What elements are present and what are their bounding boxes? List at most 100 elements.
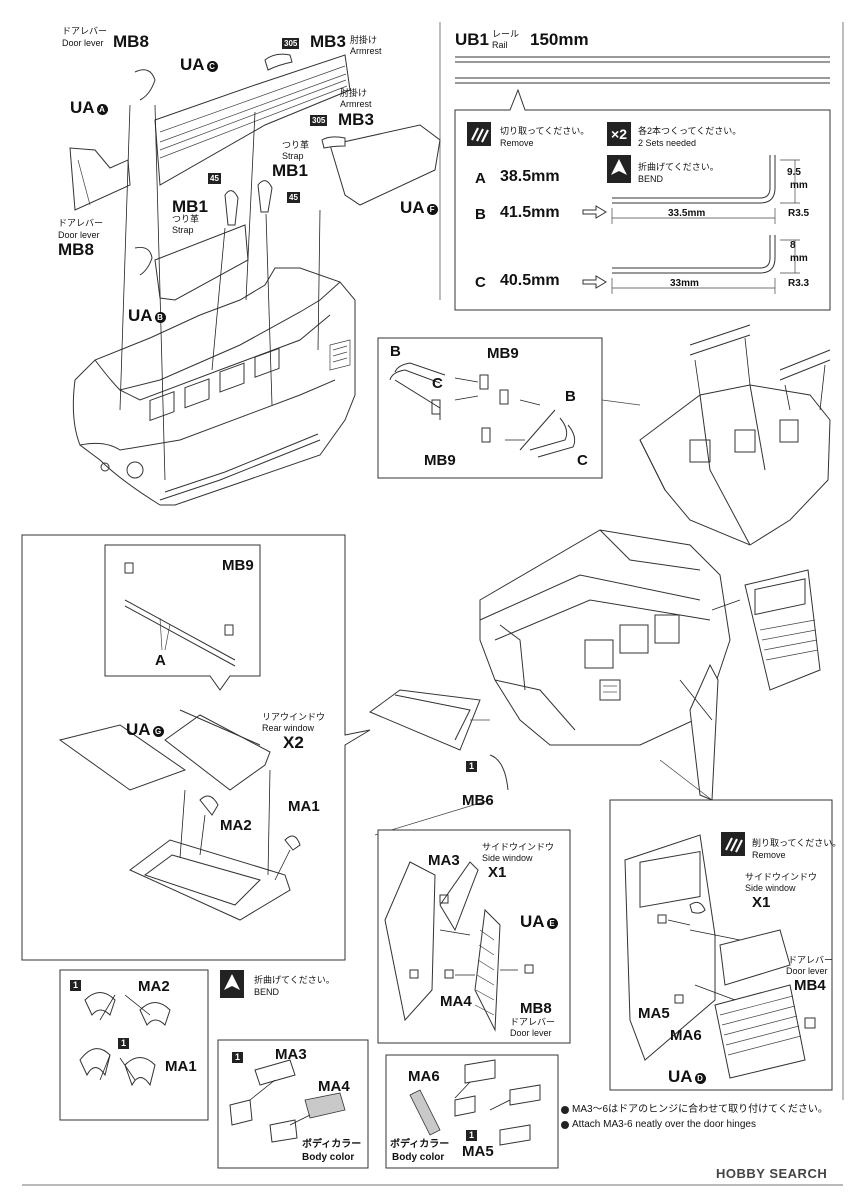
- right-door: [744, 569, 821, 691]
- label-ma5-small: MA5: [462, 1143, 494, 1160]
- label-ma1-small: MA1: [165, 1058, 197, 1075]
- strap-part: [224, 190, 239, 226]
- dim-c-radius: R3.3: [788, 278, 810, 289]
- inset-label-c: C: [432, 375, 443, 392]
- door-lever-en: Door lever: [62, 38, 104, 48]
- side-window-en-2: Side window: [745, 883, 796, 893]
- dim-b-height: 9.5: [787, 167, 801, 178]
- door-remove-en: Remove: [752, 850, 786, 860]
- label-mb8: MB8: [113, 32, 149, 51]
- tag-1: 1: [466, 761, 477, 772]
- ma6-body-color-fill: [409, 1089, 441, 1136]
- side-window-ja: サイドウインドウ: [482, 842, 555, 852]
- label-ub1: UB1: [455, 30, 490, 49]
- panel-ua-g: [58, 724, 187, 791]
- label-mb4: MB4: [794, 977, 826, 994]
- dim-c-unit: mm: [790, 253, 808, 264]
- body-color-ja: ボディカラー: [302, 1139, 362, 1150]
- label-ma6-small: MA6: [408, 1068, 440, 1085]
- armrest-part: [321, 136, 346, 149]
- label-ma6: MA6: [670, 1027, 702, 1044]
- ma1-ma2-inset: [59, 969, 209, 1121]
- armrest-ja: 肘掛け: [350, 35, 378, 45]
- rail-row-a-letter: A: [475, 170, 486, 187]
- panel-ua-f: [329, 124, 441, 206]
- rail-row-b-letter: B: [475, 206, 486, 223]
- rail-row-a-length: 38.5mm: [500, 168, 560, 185]
- armrest-en-2: Armrest: [340, 99, 372, 109]
- note-en: Attach MA3-6 neatly over the door hinges: [572, 1119, 756, 1130]
- strap-en-2: Strap: [172, 225, 194, 235]
- ma4-body-color-fill: [304, 1092, 346, 1119]
- rail-ja: レール: [492, 29, 520, 39]
- rear-body-with-rails: [639, 324, 831, 546]
- label-x1-2: X1: [752, 894, 771, 911]
- label-ma1: MA1: [288, 798, 320, 815]
- van-body: [479, 529, 731, 746]
- label-ma2-small: MA2: [138, 978, 170, 995]
- left-door-open: [689, 663, 719, 801]
- rail-bend-en: BEND: [638, 174, 664, 184]
- remove-icon-door: [721, 832, 745, 856]
- door-lever-part: [134, 69, 156, 101]
- watermark: HOBBY SEARCH: [716, 1166, 828, 1181]
- label-mb1-2: MB1: [172, 197, 208, 216]
- bend-legend-en: BEND: [254, 987, 280, 997]
- tag-1-ma2: 1: [70, 980, 81, 991]
- times-two-badge: ×2: [607, 122, 631, 146]
- body-color-en-2: Body color: [392, 1152, 445, 1163]
- side-window-ja-2: サイドウインドウ: [745, 872, 818, 882]
- label-x1: X1: [488, 864, 507, 881]
- body-color-en: Body color: [302, 1152, 355, 1163]
- door-lever-ja: ドアレバー: [62, 26, 108, 36]
- remove-icon: [467, 122, 491, 146]
- dim-c-width: 33mm: [670, 278, 699, 289]
- side-window-en: Side window: [482, 853, 533, 863]
- label-ma4: MA4: [440, 993, 472, 1010]
- dim-b-unit: mm: [790, 180, 808, 191]
- mb9-rail-inset: [377, 337, 603, 479]
- tag-45: 45: [208, 173, 221, 184]
- dim-c-height: 8: [790, 240, 796, 251]
- label-ma3-small: MA3: [275, 1046, 307, 1063]
- body-color-ja-2: ボディカラー: [390, 1139, 450, 1150]
- door-lever-part: [134, 247, 153, 276]
- label-mb8-2: MB8: [58, 240, 94, 259]
- label-mb6: MB6: [462, 792, 494, 809]
- rail-row-c-letter: C: [475, 274, 486, 291]
- rail-remove-ja: 切り取ってください。: [500, 126, 590, 136]
- dim-b-width: 33.5mm: [668, 208, 706, 219]
- armrest-en: Armrest: [350, 46, 382, 56]
- armrest-part: [264, 53, 293, 71]
- label-ma4-small: MA4: [318, 1078, 350, 1095]
- label-mb9-window: MB9: [222, 557, 254, 574]
- rail-row-c-length: 40.5mm: [500, 272, 560, 289]
- label-x2: X2: [283, 733, 304, 752]
- rail-instructions-box: [454, 88, 831, 311]
- bend-legend-ja: 折曲げてください。: [254, 975, 335, 985]
- ma5-ma6-inset: [385, 1054, 559, 1169]
- rear-body-shell: [72, 267, 356, 506]
- rail-length: 150mm: [530, 30, 589, 49]
- label-mb1: MB1: [272, 161, 308, 180]
- label-mb3-2: MB3: [338, 110, 374, 129]
- rail-en: Rail: [492, 40, 508, 50]
- door-lever-ja-3: ドアレバー: [510, 1017, 556, 1027]
- label-ma5: MA5: [638, 1005, 670, 1022]
- panel-ua-c: [154, 54, 351, 186]
- tag-1-ma3: 1: [232, 1052, 243, 1063]
- door-lever-en-2: Door lever: [58, 230, 100, 240]
- strap-ja: つり革: [282, 140, 310, 150]
- inset-label-mb9: MB9: [487, 345, 519, 362]
- rail-sets-en: 2 Sets needed: [638, 138, 697, 148]
- rear-window-x2: [164, 714, 271, 791]
- rear-window-en: Rear window: [262, 723, 315, 733]
